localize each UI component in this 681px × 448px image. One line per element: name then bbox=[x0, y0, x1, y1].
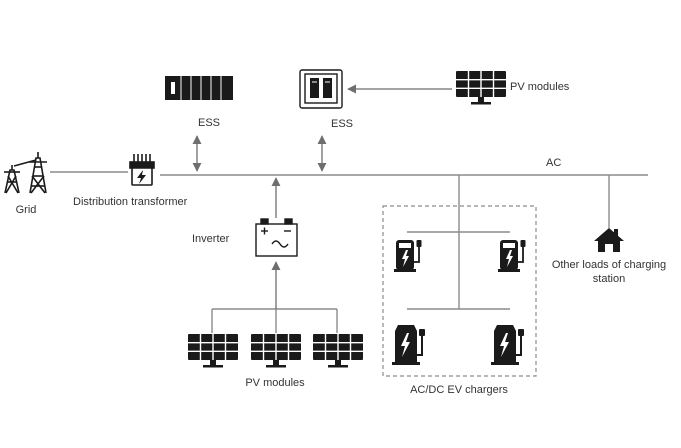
distribution-transformer-label: Distribution transformer bbox=[73, 196, 188, 208]
other-loads-label-line2: station bbox=[592, 273, 626, 285]
house-icon bbox=[594, 228, 624, 252]
solar-panel-icon-right bbox=[312, 333, 364, 369]
other-loads-label-line1: Other loads of charging bbox=[551, 259, 667, 271]
ev-chargers-enclosure bbox=[382, 205, 537, 377]
solar-panel-icon-left bbox=[187, 333, 239, 369]
inverter-icon bbox=[255, 218, 298, 257]
dc-charger-icon-left bbox=[391, 324, 426, 366]
transformer-icon bbox=[129, 154, 155, 186]
transmission-tower-icon bbox=[4, 152, 47, 194]
inverter-label: Inverter bbox=[192, 233, 230, 245]
pv-modules-top-label: PV modules bbox=[510, 81, 570, 93]
storage-cabinet-icon bbox=[299, 69, 343, 109]
connection-lines bbox=[50, 171, 648, 333]
ess-right-label: ESS bbox=[330, 118, 354, 130]
ac-bus-label: AC bbox=[546, 157, 562, 169]
ac-charger-icon-left bbox=[393, 239, 423, 273]
grid-label: Grid bbox=[15, 204, 37, 216]
ac-charger-icon-right bbox=[497, 239, 527, 273]
solar-panel-icon-middle bbox=[250, 333, 302, 369]
ess-left-label: ESS bbox=[197, 117, 221, 129]
pv-modules-bottom-label: PV modules bbox=[245, 377, 305, 389]
ev-chargers-label: AC/DC EV chargers bbox=[410, 384, 508, 396]
solar-panel-icon bbox=[455, 70, 507, 106]
dc-charger-icon-right bbox=[490, 324, 525, 366]
battery-container-icon bbox=[165, 76, 233, 100]
arrows bbox=[192, 84, 452, 309]
